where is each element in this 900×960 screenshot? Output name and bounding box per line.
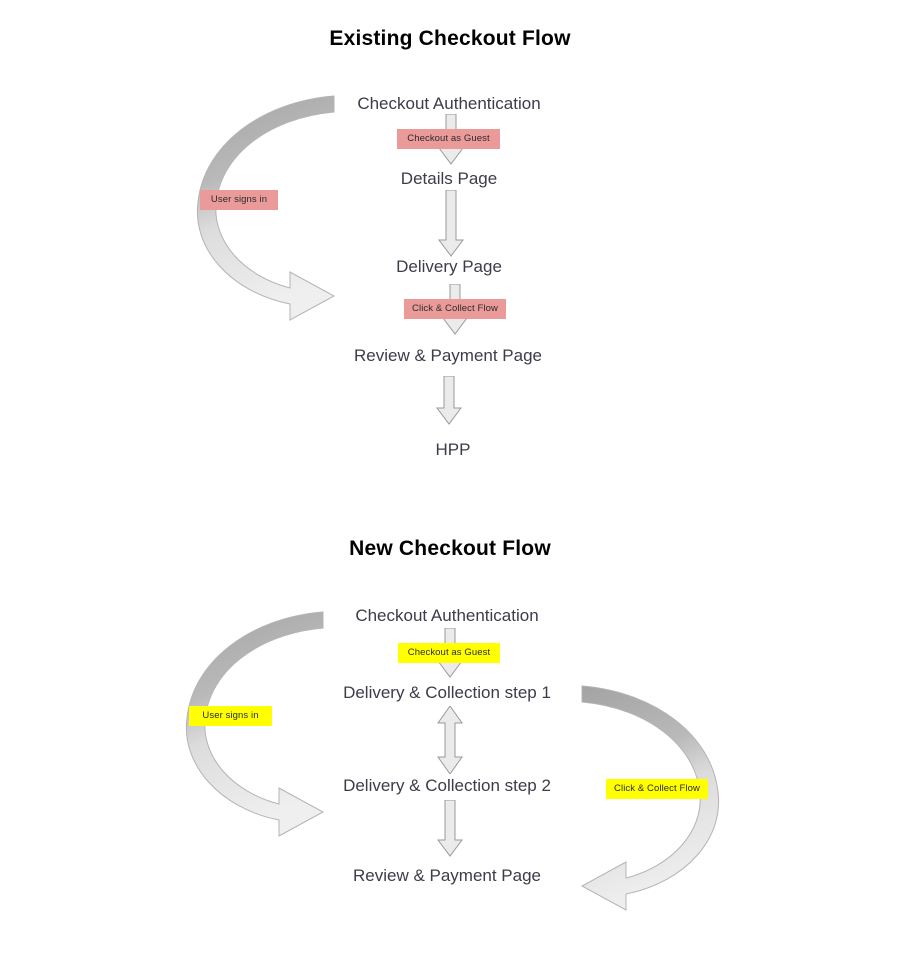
existing-node-review-payment-page: Review & Payment Page <box>353 346 543 365</box>
new-arrow-step2-to-review <box>436 800 464 858</box>
existing-user-signs-in-curved-arrow <box>196 95 356 321</box>
existing-arrow-details-to-delivery <box>437 190 465 258</box>
existing-node-hpp: HPP <box>435 440 471 459</box>
new-arrow-step1-step2-bidirectional <box>436 706 464 774</box>
existing-flow-title: Existing Checkout Flow <box>329 27 571 50</box>
new-label-user-signs-in: User signs in <box>189 706 272 726</box>
new-user-signs-in-curved-arrow <box>185 611 345 837</box>
existing-node-checkout-authentication: Checkout Authentication <box>357 94 541 113</box>
new-label-checkout-as-guest: Checkout as Guest <box>398 643 500 663</box>
new-click-and-collect-curved-arrow <box>560 685 720 911</box>
existing-label-click-and-collect-flow: Click & Collect Flow <box>404 299 506 319</box>
existing-node-details-page: Details Page <box>400 169 498 188</box>
existing-arrow-review-to-hpp <box>435 376 463 426</box>
existing-node-delivery-page: Delivery Page <box>396 257 502 276</box>
new-node-delivery-collection-step-2: Delivery & Collection step 2 <box>343 776 551 795</box>
new-node-delivery-collection-step-1: Delivery & Collection step 1 <box>343 683 551 702</box>
new-label-click-and-collect-flow: Click & Collect Flow <box>606 779 708 799</box>
new-flow-title: New Checkout Flow <box>349 537 551 560</box>
existing-label-checkout-as-guest: Checkout as Guest <box>397 129 500 149</box>
existing-label-user-signs-in: User signs in <box>200 190 278 210</box>
new-node-review-payment-page: Review & Payment Page <box>352 866 542 885</box>
new-node-checkout-authentication: Checkout Authentication <box>355 606 539 625</box>
